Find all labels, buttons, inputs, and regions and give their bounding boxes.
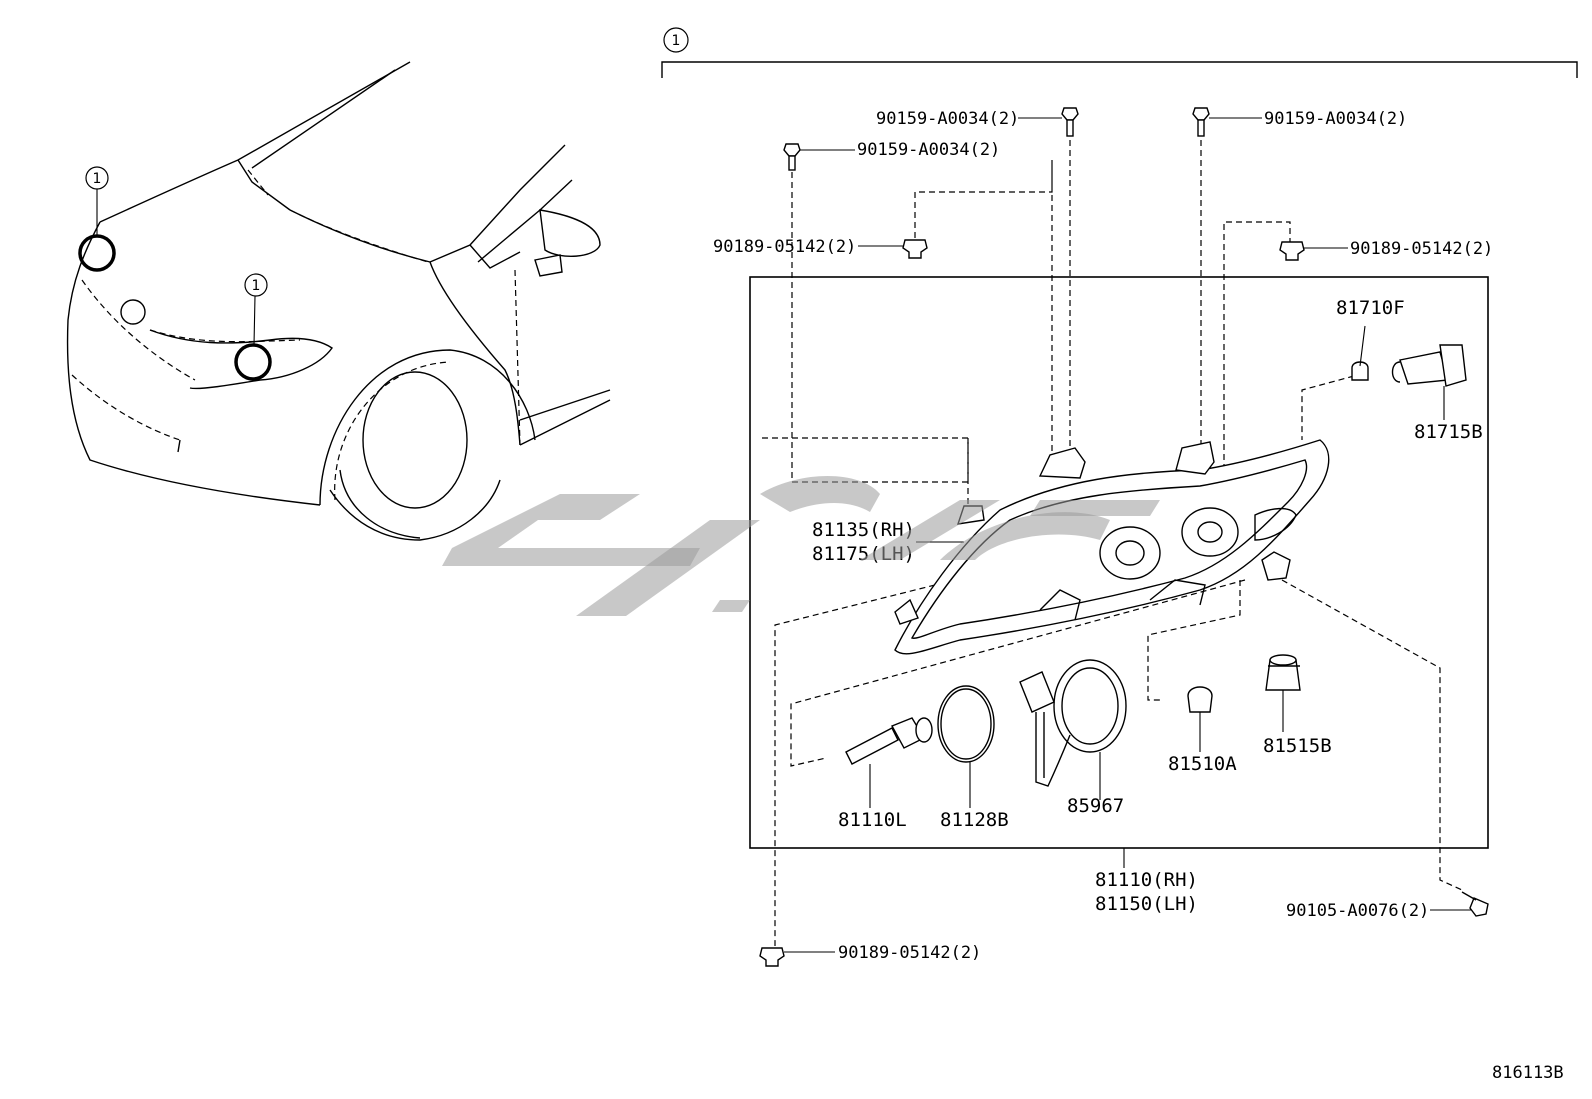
part-number-81515B: 81515B [1263,735,1332,757]
diagram-code: 816113B [1492,1063,1564,1083]
bolt-icon [1192,107,1210,137]
dashed-leaders [760,140,1463,946]
bolt-icon [783,143,801,171]
part-number-81128B: 81128B [940,809,1009,831]
callout-marker-right [234,343,272,381]
gasket-ring-icon [937,685,995,763]
part-number-clip-left: 90189-05142(2) [713,237,856,257]
hid-bulb-icon [845,717,933,765]
headlamp-housing [894,439,1330,655]
part-number-81110L: 81110L [838,809,907,831]
bulb-socket-icon [1265,654,1301,691]
part-number-85967: 85967 [1067,795,1124,817]
part-number-housing-rh: 81135(RH) [812,519,915,541]
wedge-bulb-icon [1187,686,1213,713]
part-number-bolt-top-left: 90159-A0034(2) [857,140,1000,160]
wedge-bulb-icon [1351,361,1369,381]
callout-number-car-1: 1 [93,171,102,187]
clip-icon [1279,241,1305,261]
part-number-clip-right: 90189-05142(2) [1350,239,1493,259]
part-number-clip-bottom: 90189-05142(2) [838,943,981,963]
part-number-81710F: 81710F [1336,297,1405,319]
clip-icon [902,239,928,259]
callout-number-assembly: 1 [672,33,681,49]
callout-number-car-2: 1 [252,278,261,294]
part-number-81510A: 81510A [1168,753,1237,775]
assembly-bracket: 1 [661,27,1578,78]
watermark-logo [442,476,1160,616]
part-number-bolt-top-center: 90159-A0034(2) [876,109,1019,129]
part-number-assy-rh: 81110(RH) [1095,869,1198,891]
bolt-icon [1061,107,1079,137]
part-number-81715B: 81715B [1414,421,1483,443]
part-number-assy-lh: 81150(LH) [1095,893,1198,915]
assembly-box [749,276,1489,849]
screw-icon [1461,891,1489,917]
part-number-bolt-top-right: 90159-A0034(2) [1264,109,1407,129]
bulb-socket-icon [1391,344,1467,387]
ballast-cover-icon [1019,659,1127,787]
clip-icon [759,947,785,967]
part-number-screw-bottom-right: 90105-A0076(2) [1286,901,1429,921]
vehicle-front-drawing: 1 1 [66,61,611,541]
